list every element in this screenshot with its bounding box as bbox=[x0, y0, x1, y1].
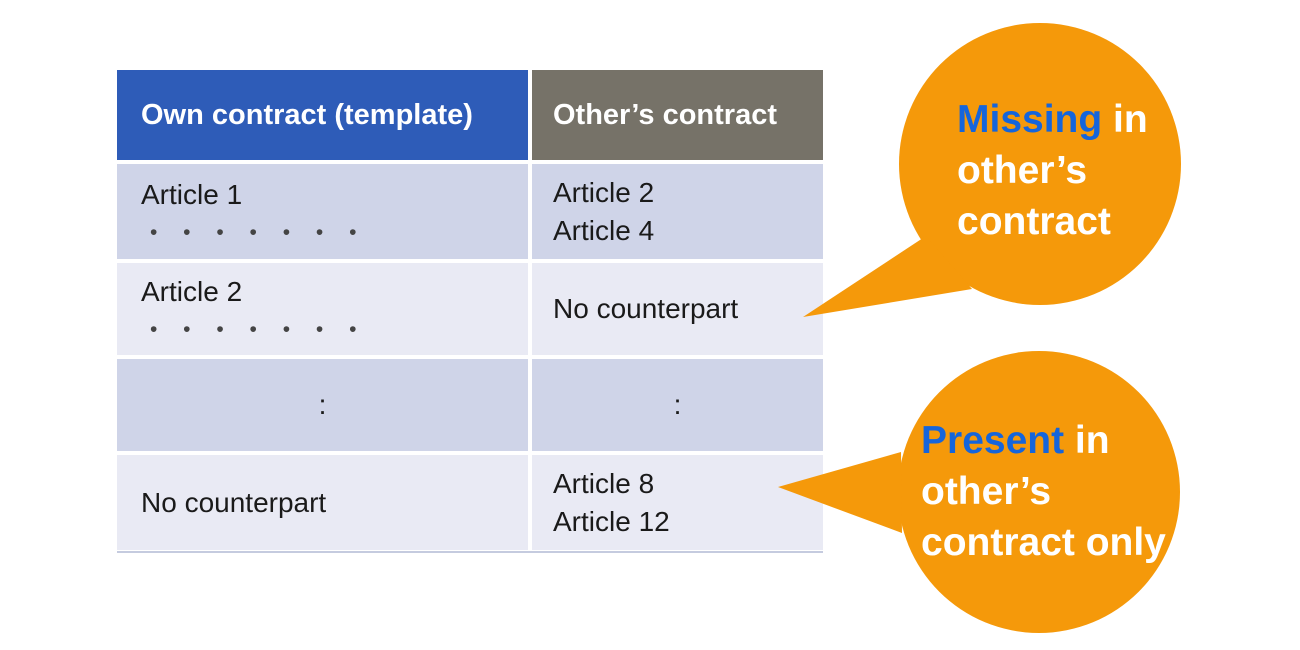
callout-highlight-word: Missing bbox=[957, 98, 1103, 141]
table-bottom-border bbox=[117, 551, 823, 553]
missing-callout-bubble-tail bbox=[803, 236, 972, 317]
callout-highlight-word: Present bbox=[921, 419, 1065, 462]
callout-suffix: in bbox=[1102, 98, 1148, 141]
no-counterpart-label: No counterpart bbox=[141, 486, 327, 518]
table-row-4-own-cell: No counterpart bbox=[117, 455, 528, 550]
column-header-own-label: Own contract (template) bbox=[141, 99, 473, 131]
column-header-other-label: Other’s contract bbox=[553, 99, 777, 131]
table-row-2-own-cell: Article 2 • • • • • • • bbox=[117, 263, 528, 355]
present-callout-text: Present in other’s contract only bbox=[921, 415, 1166, 568]
callout-line: contract only bbox=[921, 521, 1166, 564]
article-label: Article 1 bbox=[141, 178, 243, 210]
ellipsis-dots: • • • • • • • bbox=[150, 220, 367, 244]
callout-line: contract bbox=[957, 200, 1111, 243]
callout-line: Missing in bbox=[957, 94, 1148, 145]
column-header-others-contract: Other’s contract bbox=[532, 70, 823, 160]
continuation-colon: : bbox=[318, 389, 327, 420]
table-row-1-own-cell: Article 1 • • • • • • • bbox=[117, 164, 528, 259]
callout-line: Present in bbox=[921, 415, 1166, 466]
article-label: Article 2 bbox=[553, 176, 655, 208]
article-label: Article 8 bbox=[553, 467, 655, 499]
column-header-own-contract: Own contract (template) bbox=[117, 70, 528, 160]
callout-line: other’s bbox=[957, 149, 1088, 192]
table-row-2-other-cell: No counterpart bbox=[532, 263, 823, 355]
callout-suffix: in bbox=[1064, 419, 1110, 462]
missing-callout-text: Missing in other’s contract bbox=[957, 94, 1148, 247]
table-row-4-other-cell: Article 8 Article 12 bbox=[532, 455, 823, 550]
article-label: Article 12 bbox=[553, 505, 670, 537]
no-counterpart-label: No counterpart bbox=[553, 293, 739, 324]
table-row-3-other-cell: : bbox=[532, 359, 823, 451]
table-row-1-other-cell: Article 2 Article 4 bbox=[532, 164, 823, 259]
article-label: Article 2 bbox=[141, 276, 243, 307]
table-row-3-own-cell: : bbox=[117, 359, 528, 451]
contract-comparison-table: Own contract (template) Other’s contract… bbox=[117, 70, 823, 550]
article-label: Article 4 bbox=[553, 214, 655, 246]
ellipsis-dots: • • • • • • • bbox=[150, 318, 367, 341]
continuation-colon: : bbox=[673, 389, 682, 420]
callout-line: other’s bbox=[921, 470, 1052, 513]
